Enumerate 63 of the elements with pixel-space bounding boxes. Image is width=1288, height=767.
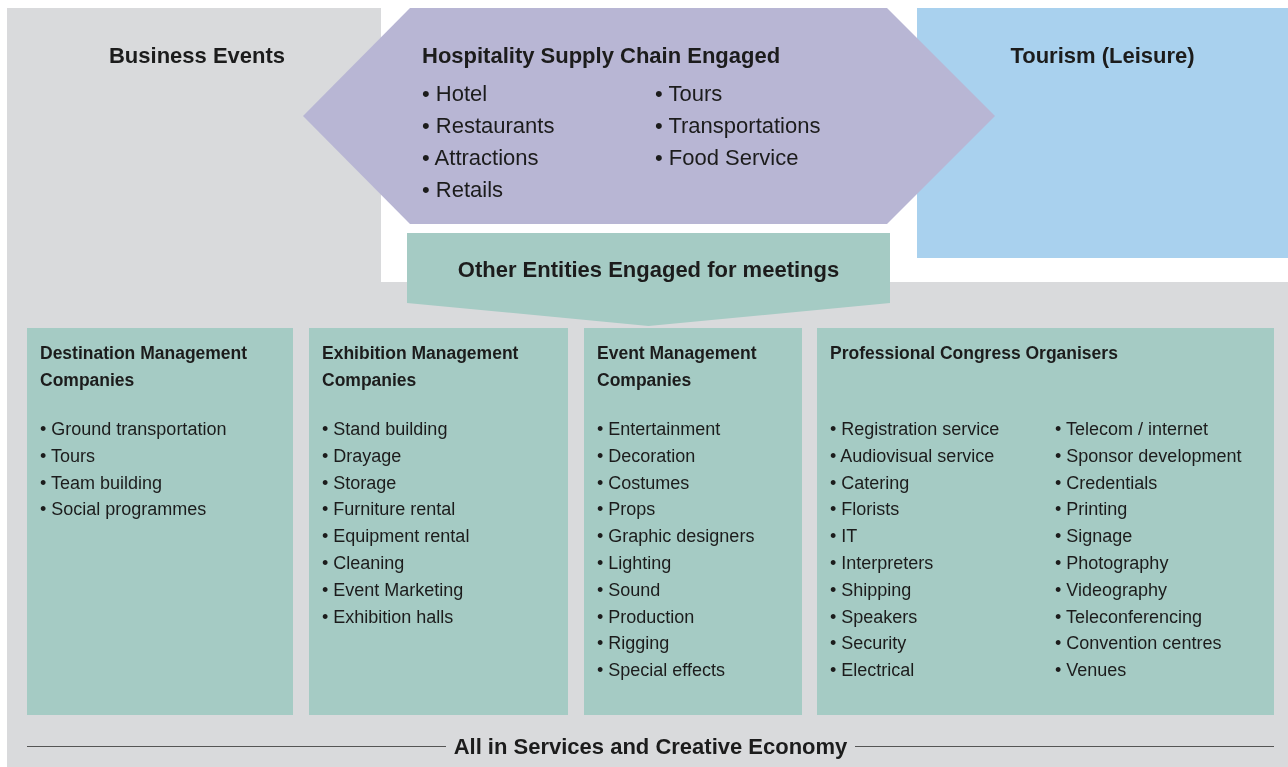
list-item: • Shipping <box>830 578 912 602</box>
leisure-panel <box>917 8 1288 258</box>
category-card <box>309 328 568 715</box>
list-item: • Special effects <box>597 659 726 683</box>
list-item: • Videography <box>1055 578 1168 602</box>
list-item: • Audiovisual service <box>830 444 995 468</box>
list-item: • Venues <box>1055 659 1127 683</box>
list-item: • Rigging <box>597 632 670 656</box>
category-card <box>27 328 293 715</box>
list-item: • Ground transportation <box>40 418 227 441</box>
list-item: • Team building <box>40 471 163 495</box>
list-item: • Stand building <box>322 418 448 441</box>
list-item: • Decoration <box>597 444 696 468</box>
list-item: • Restaurants <box>422 112 555 140</box>
list-item: • Security <box>830 632 907 656</box>
card-heading: Destination Management Companies <box>40 342 249 392</box>
card-heading: Exhibition Management Companies <box>322 342 520 392</box>
card-heading: Event Management Companies <box>597 342 758 392</box>
hexagon-heading: Hospitality Supply Chain Engaged <box>422 42 781 70</box>
region-heading: Business Events <box>107 42 287 70</box>
list-item: • Drayage <box>322 444 402 468</box>
list-item: • Catering <box>830 471 910 495</box>
list-item: • Retails <box>422 176 504 204</box>
list-item: • Costumes <box>597 471 690 495</box>
list-item: • Tours <box>40 444 95 468</box>
list-item: • IT <box>830 525 858 549</box>
list-item: • Storage <box>322 471 397 495</box>
list-item: • Credentials <box>1055 471 1158 495</box>
card-heading: Professional Congress Organisers <box>830 342 1119 365</box>
list-item: • Food Service <box>655 144 799 172</box>
banner-heading: Other Entities Engaged for meetings <box>456 256 841 284</box>
list-item: • Entertainment <box>597 418 721 441</box>
list-item: • Electrical <box>830 659 915 683</box>
list-item: • Equipment rental <box>322 525 470 549</box>
category-card <box>584 328 802 715</box>
list-item: • Event Marketing <box>322 578 464 602</box>
list-item: • Interpreters <box>830 552 934 575</box>
list-item: • Props <box>597 498 656 522</box>
list-item: • Tours <box>655 80 723 108</box>
list-item: • Sound <box>597 578 661 602</box>
list-item: • Production <box>597 605 695 629</box>
list-item: • Registration service <box>830 418 1000 441</box>
list-item: • Telecom / internet <box>1055 418 1209 441</box>
list-item: • Graphic designers <box>597 525 755 549</box>
list-item: • Cleaning <box>322 552 405 575</box>
list-item: • Convention centres <box>1055 632 1222 656</box>
list-item: • Transportations <box>655 112 821 140</box>
list-item: • Speakers <box>830 605 918 629</box>
list-item: • Lighting <box>597 552 672 575</box>
list-item: • Teleconferencing <box>1055 605 1203 629</box>
footer-caption: All in Services and Creative Economy <box>453 733 848 761</box>
list-item: • Florists <box>830 498 900 522</box>
category-card <box>817 328 1274 715</box>
list-item: • Signage <box>1055 525 1133 549</box>
panel-heading: Tourism (Leisure) <box>1009 42 1196 70</box>
list-item: • Photography <box>1055 552 1169 575</box>
list-item: • Hotel <box>422 80 488 108</box>
list-item: • Exhibition halls <box>322 605 454 629</box>
list-item: • Furniture rental <box>322 498 456 522</box>
list-item: • Social programmes <box>40 498 207 522</box>
list-item: • Printing <box>1055 498 1128 522</box>
list-item: • Sponsor development <box>1055 444 1242 468</box>
list-item: • Attractions <box>422 144 539 172</box>
